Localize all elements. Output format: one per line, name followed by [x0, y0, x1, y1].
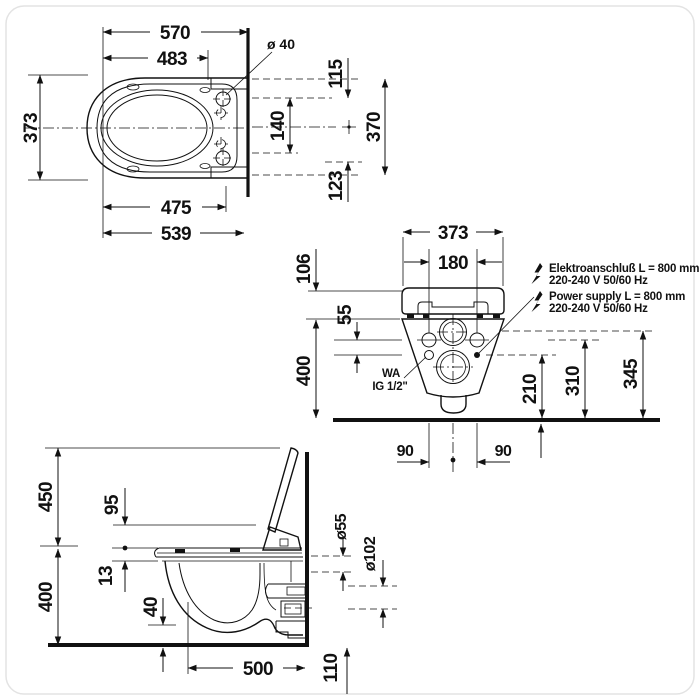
seat-lid: [401, 287, 505, 315]
side-toilet-outline: [48, 447, 312, 647]
dim-373-plan: 373: [21, 74, 44, 181]
dim-483: 483: [102, 49, 209, 70]
dim-140-label: 140: [268, 111, 289, 141]
dim-115: 115: [326, 58, 352, 99]
dim-dia55: ø55: [333, 513, 350, 591]
dim-95-label: 95: [102, 494, 123, 515]
dim-123: 123: [326, 161, 352, 202]
dim-90-90: 90 90: [397, 423, 513, 474]
leader-line: [478, 296, 535, 354]
dim-55: 55: [334, 304, 402, 373]
wa-label: WA: [382, 368, 400, 380]
water-connection: [424, 350, 434, 360]
dim-539: 539: [102, 224, 245, 245]
lightning-icon: [531, 263, 543, 284]
dim-370-label: 370: [364, 112, 385, 142]
hinge-hole: [126, 83, 140, 91]
elektro-label-line2: 220-240 V 50/60 Hz: [549, 275, 648, 287]
dim-475: 475: [102, 198, 227, 219]
dim-345-label: 345: [621, 358, 642, 389]
dim-106-label: 106: [294, 254, 315, 284]
ceramic-body: [401, 318, 505, 398]
mounting-holes: [213, 89, 233, 168]
rear-dimensions: 373 180 106 400 55: [294, 223, 699, 474]
shower-seat-unit: [262, 526, 302, 551]
power-label-line2: 220-240 V 50/60 Hz: [549, 303, 648, 315]
dim-483-label: 483: [157, 49, 187, 70]
open-lid: [267, 447, 299, 533]
dim-90-left-label: 90: [397, 443, 414, 460]
water-connection-label: WA IG 1/2": [372, 356, 427, 393]
lightning-icon: [531, 291, 543, 312]
dim-106: 106: [294, 249, 402, 292]
dim-400-rear-label: 400: [294, 356, 315, 386]
dim-310: 310: [563, 339, 589, 419]
dim-95: 95: [102, 488, 129, 526]
dim-210: 210: [520, 354, 546, 419]
rear-view: 373 180 106 400 55: [294, 223, 699, 474]
dim-dia102-label: ø102: [362, 536, 379, 571]
dim-400-side: 400: [36, 548, 62, 646]
dim-13: 13: [96, 560, 129, 592]
elektro-label-line1: Elektroanschluß L = 800 mm: [549, 263, 699, 275]
rear-toilet-outline: [333, 287, 660, 422]
dim-570: 570: [102, 23, 249, 44]
dim-370: 370: [364, 78, 389, 176]
dim-475-label: 475: [161, 198, 192, 219]
plan-view: 570 483 ø 40 373 475: [21, 23, 389, 245]
plan-dimensions: 570 483 ø 40 373 475: [21, 23, 389, 245]
dim-hole-diameter: ø 40: [225, 36, 295, 96]
ig-label: IG 1/2": [372, 381, 407, 393]
dim-400-side-label: 400: [36, 582, 57, 612]
bowl-inner: [178, 562, 261, 624]
dim-345: 345: [621, 330, 647, 419]
dim-373-rear: 373: [402, 223, 504, 244]
dim-13-label: 13: [96, 566, 117, 586]
dim-450: 450: [36, 447, 62, 547]
dim-400-rear: 400: [294, 318, 400, 419]
plan-toilet-outline: [24, 28, 250, 197]
image-border: [5, 5, 695, 695]
dim-dia102: ø102: [362, 536, 387, 628]
dim-310-label: 310: [563, 366, 584, 396]
side-dimensions: 450 400 95 13 40 500: [36, 447, 397, 694]
dim-373-plan-label: 373: [21, 113, 42, 143]
dim-123-label: 123: [326, 171, 347, 201]
dim-110: 110: [321, 647, 351, 694]
leader-line: [225, 51, 273, 96]
dim-o40-label: ø 40: [267, 36, 295, 52]
dim-55-label: 55: [335, 304, 356, 325]
dim-500: 500: [187, 659, 306, 680]
dim-115-label: 115: [326, 58, 347, 88]
dim-90-right-label: 90: [495, 443, 512, 460]
outlet: [440, 395, 467, 414]
leader-line: [403, 356, 427, 379]
bowl-outer: [164, 560, 303, 636]
dim-dia55-label: ø55: [333, 513, 350, 540]
dim-539-label: 539: [161, 224, 191, 245]
dim-40-label: 40: [141, 597, 162, 617]
electrical-annotation: Elektroanschluß L = 800 mm 220-240 V 50/…: [478, 263, 699, 354]
dim-180-label: 180: [438, 253, 468, 274]
dim-373-rear-label: 373: [438, 223, 468, 244]
dim-180: 180: [404, 253, 502, 274]
dim-570-label: 570: [160, 23, 190, 44]
hinge-hole: [126, 165, 140, 173]
power-connection-point: [474, 352, 480, 358]
dim-140: 140: [268, 97, 294, 154]
dim-500-label: 500: [243, 659, 273, 680]
side-view: 450 400 95 13 40 500: [36, 447, 397, 694]
dim-40: 40: [141, 597, 167, 672]
power-label-line1: Power supply L = 800 mm: [549, 291, 685, 303]
dim-210-label: 210: [520, 374, 541, 404]
dim-450-label: 450: [36, 482, 57, 512]
dim-110-label: 110: [321, 653, 342, 682]
